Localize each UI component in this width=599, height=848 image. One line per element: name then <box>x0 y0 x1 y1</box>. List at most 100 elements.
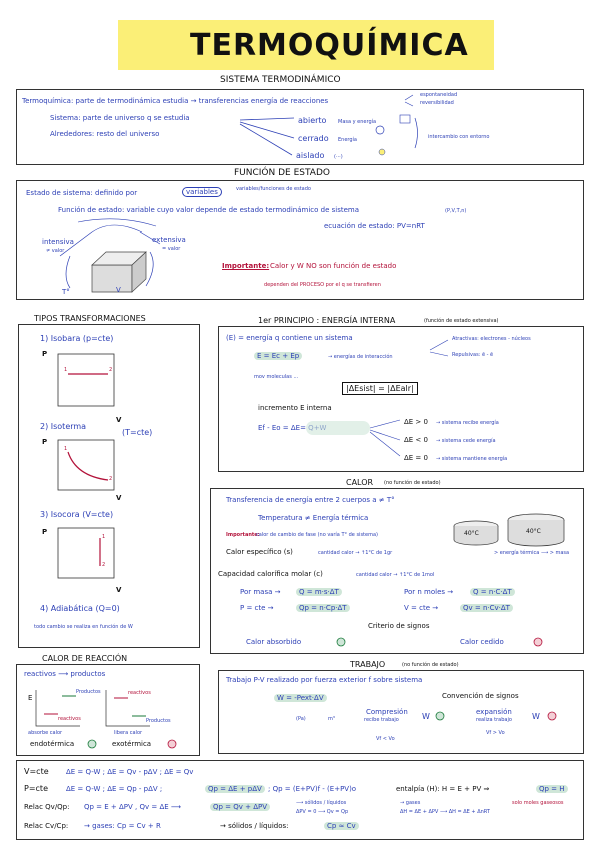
exo-reactivos: reactivos <box>128 690 151 696</box>
adiabatica-label: 4) Adiabática (Q=0) <box>40 604 120 613</box>
cerrado: cerrado <box>298 134 329 143</box>
pv-diagrams <box>57 353 115 579</box>
solidos-liquidos-note: ⟶ sólidos / líquidos <box>296 800 347 806</box>
trabajo-note: (no función de estado) <box>402 662 459 668</box>
absorbe-calor: absorbe calor <box>28 730 63 736</box>
qp-h: Qp = H <box>536 785 568 793</box>
m3-unit: m³ <box>328 716 335 722</box>
calor-importante: Importante: <box>226 532 260 538</box>
energias-interaccion: → energías de interacción <box>328 354 393 360</box>
intensiva: intensiva <box>42 238 74 246</box>
de-cero-note: → sistema mantiene energía <box>436 456 508 462</box>
gases-cp: → gases: Cp = Cv + R <box>84 822 161 830</box>
calor-cedido: Calor cedido <box>460 638 504 646</box>
pa-unit: (Pa) <box>296 716 306 722</box>
isobara-label: 1) Isobara (p=cte) <box>40 334 114 343</box>
principio-heading: 1er PRINCIPIO : ENERGÍA INTERNA <box>258 316 396 325</box>
compresion-note: recibe trabajo <box>364 717 399 723</box>
funcion-def: Función de estado: variable cuyo valor d… <box>58 206 360 214</box>
principio-arrows <box>306 339 449 457</box>
esist-ealr: |ΔEsist| = |ΔEalr| <box>342 382 418 395</box>
page-title: TERMOQUÍMICA <box>190 28 469 63</box>
endotermica: endotérmica <box>30 740 75 748</box>
solidos-liquidos: → sólidos / líquidos: <box>220 822 289 830</box>
reaccion-diagrams <box>35 690 177 749</box>
p-cte: P = cte → <box>240 604 274 612</box>
abierto-note: Masa y energía <box>338 119 377 125</box>
extensiva-note: = valor <box>162 246 181 252</box>
endo-reactivos: reactivos <box>58 716 81 722</box>
incremento-e: incremento E interna <box>258 404 332 412</box>
libera-calor: libera calor <box>114 730 143 736</box>
aislado: aislado <box>296 151 325 160</box>
mov-moleculas: mov moleculas ... <box>254 374 299 380</box>
importante-text: Calor y W NO son función de estado <box>270 262 397 270</box>
abierto: abierto <box>298 116 327 125</box>
qp-de-pdv: Qp = ΔE + pΔV <box>205 785 265 793</box>
v-cte: V = cte → <box>404 604 439 612</box>
p-axis-1: P <box>42 350 48 358</box>
temp-vs-energia: Temperatura ≠ Energía térmica <box>258 514 369 522</box>
atractivas: Atractivas: electrones - núcleos <box>452 336 531 342</box>
v-cte-eq: ΔE = Q-W ; ΔE = Qv - pΔV ; ΔE = Qv <box>66 768 194 776</box>
tipos-heading: TIPOS TRANSFORMACIONES <box>34 314 146 323</box>
entalpia: entalpía (H): H = E + PV ⇒ <box>396 785 490 793</box>
expansion-note: realiza trabajo <box>476 717 512 723</box>
funcion-heading: FUNCIÓN DE ESTADO <box>234 168 330 178</box>
e-axis: E <box>28 694 33 702</box>
qp-qv-dpv: Qp = Qv + ΔPV <box>210 803 271 811</box>
w-pext-dv: W = -Pext·ΔV <box>274 694 327 702</box>
cube-diagram <box>59 218 161 293</box>
extensiva: extensiva <box>152 236 186 244</box>
energia-termica-note: > energía térmica ⟶ > masa <box>494 550 570 556</box>
dh-de-dnrt: ΔH = ΔE + ΔPV ⟶ ΔH = ΔE + ΔnRT <box>400 809 490 815</box>
v-axis-3: V <box>116 586 122 594</box>
pvtn: (P,V,T,n) <box>445 208 467 214</box>
calor-box <box>210 488 584 654</box>
reactivos-productos: reactivos ⟶ productos <box>24 670 106 678</box>
variables-note: variables/funciones de estado <box>236 186 311 192</box>
p-cte-eq1: ΔE = Q-W ; ΔE = Qp - pΔV ; <box>66 785 163 793</box>
espontaneidad: espontaneidad <box>420 92 458 98</box>
energia-def: (E) = energía q contiene un sistema <box>226 334 353 342</box>
cerrado-note: Energía <box>338 137 357 143</box>
resumen-box <box>16 760 584 840</box>
v-label: V <box>116 286 121 294</box>
trabajo-box <box>218 670 584 754</box>
variables: variables <box>182 187 222 197</box>
calor-importante-note: calor de cambio de fase (no varía T° de … <box>256 532 378 538</box>
isocora-pt1: 1 <box>102 534 106 540</box>
compresion-w: W <box>422 712 430 721</box>
relac-qv-qp-eq: Qp = E + ΔPV , Qv = ΔE ⟶ <box>84 803 181 811</box>
t-label: T° <box>62 288 70 296</box>
intensiva-note: ≠ valor <box>46 248 65 254</box>
reaccion-heading: CALOR DE REACCIÓN <box>42 654 128 663</box>
importante-label: Importante: <box>222 262 270 270</box>
cp-cv: Cp ≈ Cv <box>324 822 359 830</box>
calor-note: (no función de estado) <box>384 480 441 486</box>
reversibilidad: reversibilidad <box>420 100 454 106</box>
sistema-def: Sistema: parte de universo q se estudia <box>50 114 190 122</box>
trabajo-heading: TRABAJO <box>350 660 386 669</box>
qp-ev: ; Qp = (E+PV)f - (E+PV)o <box>268 785 357 793</box>
capacidad-molar: Capacidad calorífica molar (c) <box>218 570 323 578</box>
principio-box <box>218 326 584 472</box>
gases-note: → gases <box>400 800 421 806</box>
reaccion-box <box>16 664 200 756</box>
tipos-box <box>18 324 200 648</box>
adiabatica-note: todo cambio se realiza en función de W <box>34 624 133 630</box>
p-cte-label: P=cte <box>24 784 48 793</box>
funcion-box <box>16 180 584 300</box>
isoterma-label: 2) Isoterma <box>40 422 87 431</box>
por-masa: Por masa → <box>240 588 281 596</box>
moles-gaseosos: solo moles gaseosos <box>512 800 564 806</box>
alrededores-def: Alrededores: resto del universo <box>50 130 160 138</box>
relac-cv-cp: Relac Cv/Cp: <box>24 822 69 830</box>
estado-def: Estado de sistema: definido por <box>26 189 138 197</box>
temp-2: 40°C <box>526 528 541 535</box>
compresion: Compresión <box>366 708 408 716</box>
de-positivo-note: → sistema recibe energía <box>436 420 499 426</box>
exo-productos: Productos <box>146 718 171 724</box>
ef-eo: Ef - Eo = ΔE= Q+W <box>258 424 327 432</box>
calor-absorbido: Calor absorbido <box>246 638 302 646</box>
